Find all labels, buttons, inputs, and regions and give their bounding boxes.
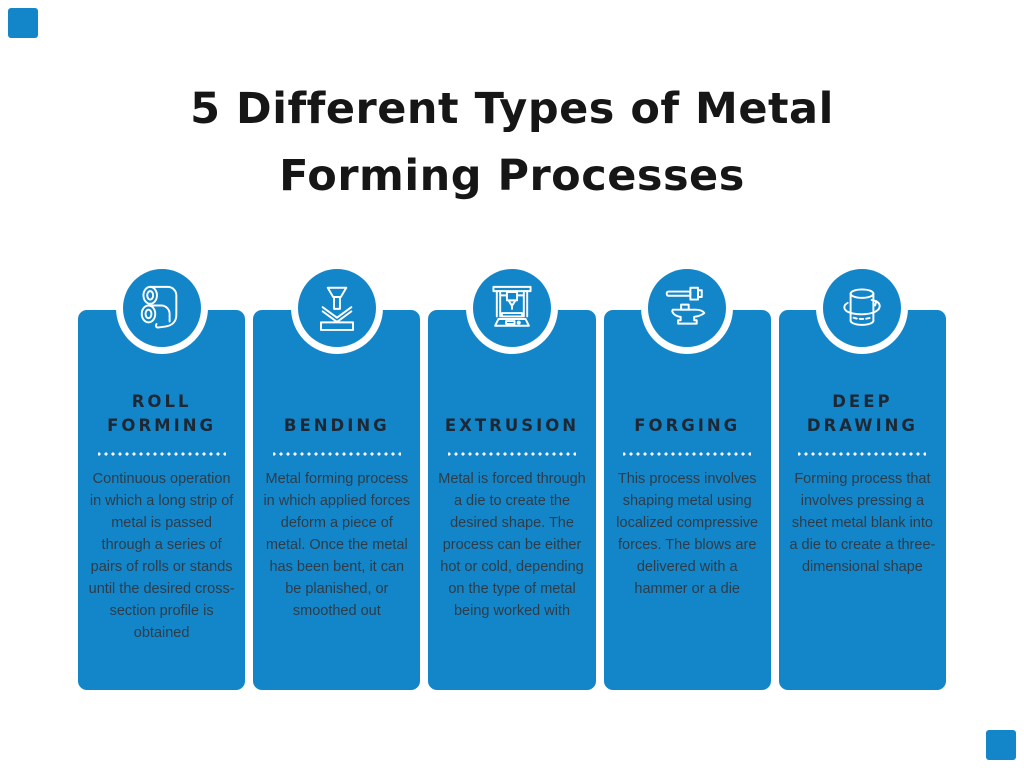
card-roll-forming: ROLL FORMING Continuous operation in whi…	[78, 262, 246, 690]
card-bending: BENDING Metal forming process in which a…	[253, 262, 421, 690]
icon-circle	[115, 262, 208, 354]
card-description: This process involves shaping metal usin…	[616, 471, 759, 597]
card-description: Metal is forced through a die to create …	[438, 471, 586, 619]
card-description: Continuous operation in which a long str…	[88, 471, 235, 641]
card-deep-drawing: DEEP DRAWING Forming process that involv…	[778, 262, 947, 690]
dotted-divider	[798, 452, 927, 456]
card-forging: FORGING This process involves shaping me…	[603, 262, 771, 690]
card-title: ROLL FORMING	[107, 392, 217, 435]
icon-circle	[466, 262, 558, 354]
icon-circle-inner	[122, 269, 201, 347]
icon-circle	[641, 262, 734, 354]
process-cards: ROLL FORMING Continuous operation in whi…	[78, 262, 947, 690]
card-title: BENDING	[283, 416, 390, 435]
icon-circle	[290, 262, 383, 354]
card-description: Forming process that involves pressing a…	[789, 471, 936, 575]
icon-circle-inner	[297, 269, 376, 347]
roll-forming-icon	[140, 285, 177, 329]
dotted-divider	[448, 452, 576, 456]
dotted-divider	[97, 452, 226, 456]
card-title: DEEP DRAWING	[806, 392, 918, 435]
bending-icon	[319, 286, 354, 331]
page-title-line1: 5 Different Types of Metal	[190, 84, 834, 134]
card-title: FORGING	[634, 416, 741, 435]
extrusion-icon	[492, 285, 532, 327]
corner-accent-top-left	[8, 8, 38, 38]
page-title-line2: Forming Processes	[279, 151, 745, 201]
card-description: Metal forming process in which applied f…	[263, 471, 411, 619]
card-extrusion: EXTRUSION Metal is forced through a die …	[428, 262, 596, 690]
icon-circle-inner	[473, 269, 551, 347]
dotted-divider	[623, 452, 752, 456]
icon-circle	[816, 262, 909, 354]
icon-circle-inner	[648, 269, 727, 347]
corner-accent-bottom-right	[986, 730, 1016, 760]
icon-circle-inner	[823, 269, 902, 347]
page-title: 5 Different Types of Metal Forming Proce…	[0, 76, 1024, 210]
card-title: EXTRUSION	[444, 416, 580, 435]
dotted-divider	[272, 452, 401, 456]
deep-drawing-icon	[843, 288, 882, 326]
forging-icon	[665, 286, 706, 325]
